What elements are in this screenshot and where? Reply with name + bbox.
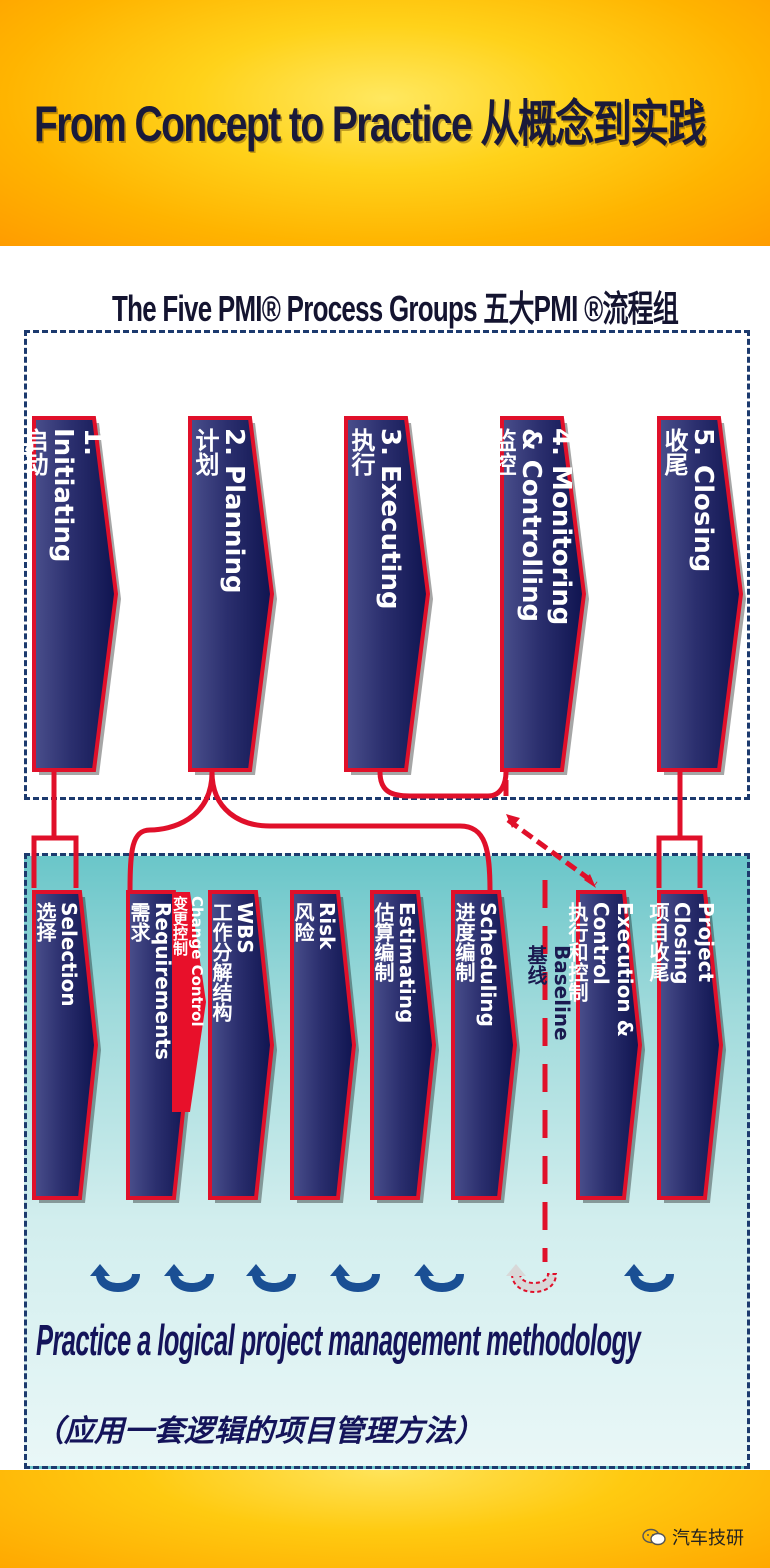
- connector-closing-project: [656, 772, 703, 888]
- loop-arrow-icon: [90, 1264, 140, 1292]
- change-control-label-zh: 变更控制: [171, 896, 189, 956]
- watermark-text: 汽车技研: [672, 1528, 744, 1548]
- connector-planning-left: [127, 771, 215, 893]
- practice-step-7-label-en: Control: [589, 902, 613, 985]
- practice-step-7-label-en: Execution &: [613, 902, 637, 1038]
- baseline-label-en: Baseline: [550, 945, 574, 1041]
- practice-step-1-label-zh: 选择: [33, 902, 57, 942]
- process-group-5-label-zh: 收尾: [660, 428, 688, 476]
- page-title: From Concept to Practice 从概念到实践: [34, 96, 707, 152]
- practice-step-8-label-en: Project: [694, 902, 718, 983]
- loop-arrow-icon: [624, 1264, 674, 1292]
- connector-dashed-execution: [506, 817, 598, 887]
- process-group-1-label-en: 1.: [78, 428, 108, 456]
- loop-arrow-icon: [246, 1264, 296, 1292]
- section-subtitle: The Five PMI® Process Groups 五大PMI ®流程组: [112, 288, 679, 329]
- process-group-4-label-en: & Controlling: [516, 428, 546, 623]
- process-group-1-label-en: Initiating: [48, 428, 78, 563]
- connector-initiating-selection: [31, 772, 79, 888]
- practice-step-7-label-zh: 执行和控制: [565, 902, 589, 1002]
- practice-caption-zh: （应用一套逻辑的项目管理方法）: [34, 1415, 484, 1448]
- loop-arrow-icon: [414, 1264, 464, 1292]
- top-banner: [0, 0, 770, 246]
- loop-arrow-icon: [506, 1264, 558, 1293]
- practice-caption-en: Practice a logical project management me…: [36, 1316, 641, 1365]
- dashed-arrowhead: [584, 874, 596, 888]
- process-groups-panel: [24, 330, 750, 800]
- connector-executing-monitoring: [377, 771, 509, 799]
- practice-step-1-label-en: Selection: [57, 902, 81, 1007]
- process-group-1-label-zh: 启动: [20, 428, 48, 476]
- bottom-banner: [0, 1470, 770, 1568]
- loop-arrow-icon: [330, 1264, 380, 1292]
- loop-arrow-icon: [164, 1264, 214, 1292]
- practice-step-6-label-en: Scheduling: [476, 902, 500, 1027]
- practice-step-5-label-zh: 估算编制: [371, 902, 395, 982]
- process-group-4-label-en: 4. Monitoring: [546, 428, 576, 626]
- practice-step-8-label-en: Closing: [670, 902, 694, 985]
- practice-step-6-label-zh: 进度编制: [452, 902, 476, 982]
- baseline-label: Baseline 基线: [524, 945, 574, 1041]
- connector-planning-right: [209, 771, 493, 893]
- practice-step-4-label-en: Risk: [315, 902, 339, 950]
- practice-step-8-label-zh: 项目收尾: [646, 902, 670, 982]
- process-group-5-label-en: 5. Closing: [688, 428, 718, 573]
- practice-step-3-label-en: WBS: [233, 902, 257, 954]
- practice-step-5-label-en: Estimating: [395, 902, 419, 1024]
- practice-step-4-label-zh: 风险: [291, 902, 315, 942]
- practice-step-2-label-zh: 需求: [127, 902, 151, 942]
- baseline-label-zh: 基线: [524, 945, 548, 985]
- process-group-2-label-zh: 计划: [191, 428, 219, 476]
- practice-step-3-label-zh: 工作分解结构: [209, 902, 233, 1022]
- process-group-2-label-en: 2. Planning: [219, 428, 249, 594]
- watermark: 汽车技研: [642, 1524, 744, 1550]
- change-control-label-en: Change Control: [188, 896, 206, 1027]
- process-group-3-label-zh: 执行: [347, 428, 375, 476]
- wechat-icon: [642, 1528, 666, 1546]
- process-group-4-label-zh: 监控: [488, 428, 516, 476]
- process-group-3-label-en: 3. Executing: [375, 428, 405, 610]
- dashed-arrowhead-top: [506, 814, 520, 828]
- practice-step-2-label-en: Requirements: [151, 902, 175, 1060]
